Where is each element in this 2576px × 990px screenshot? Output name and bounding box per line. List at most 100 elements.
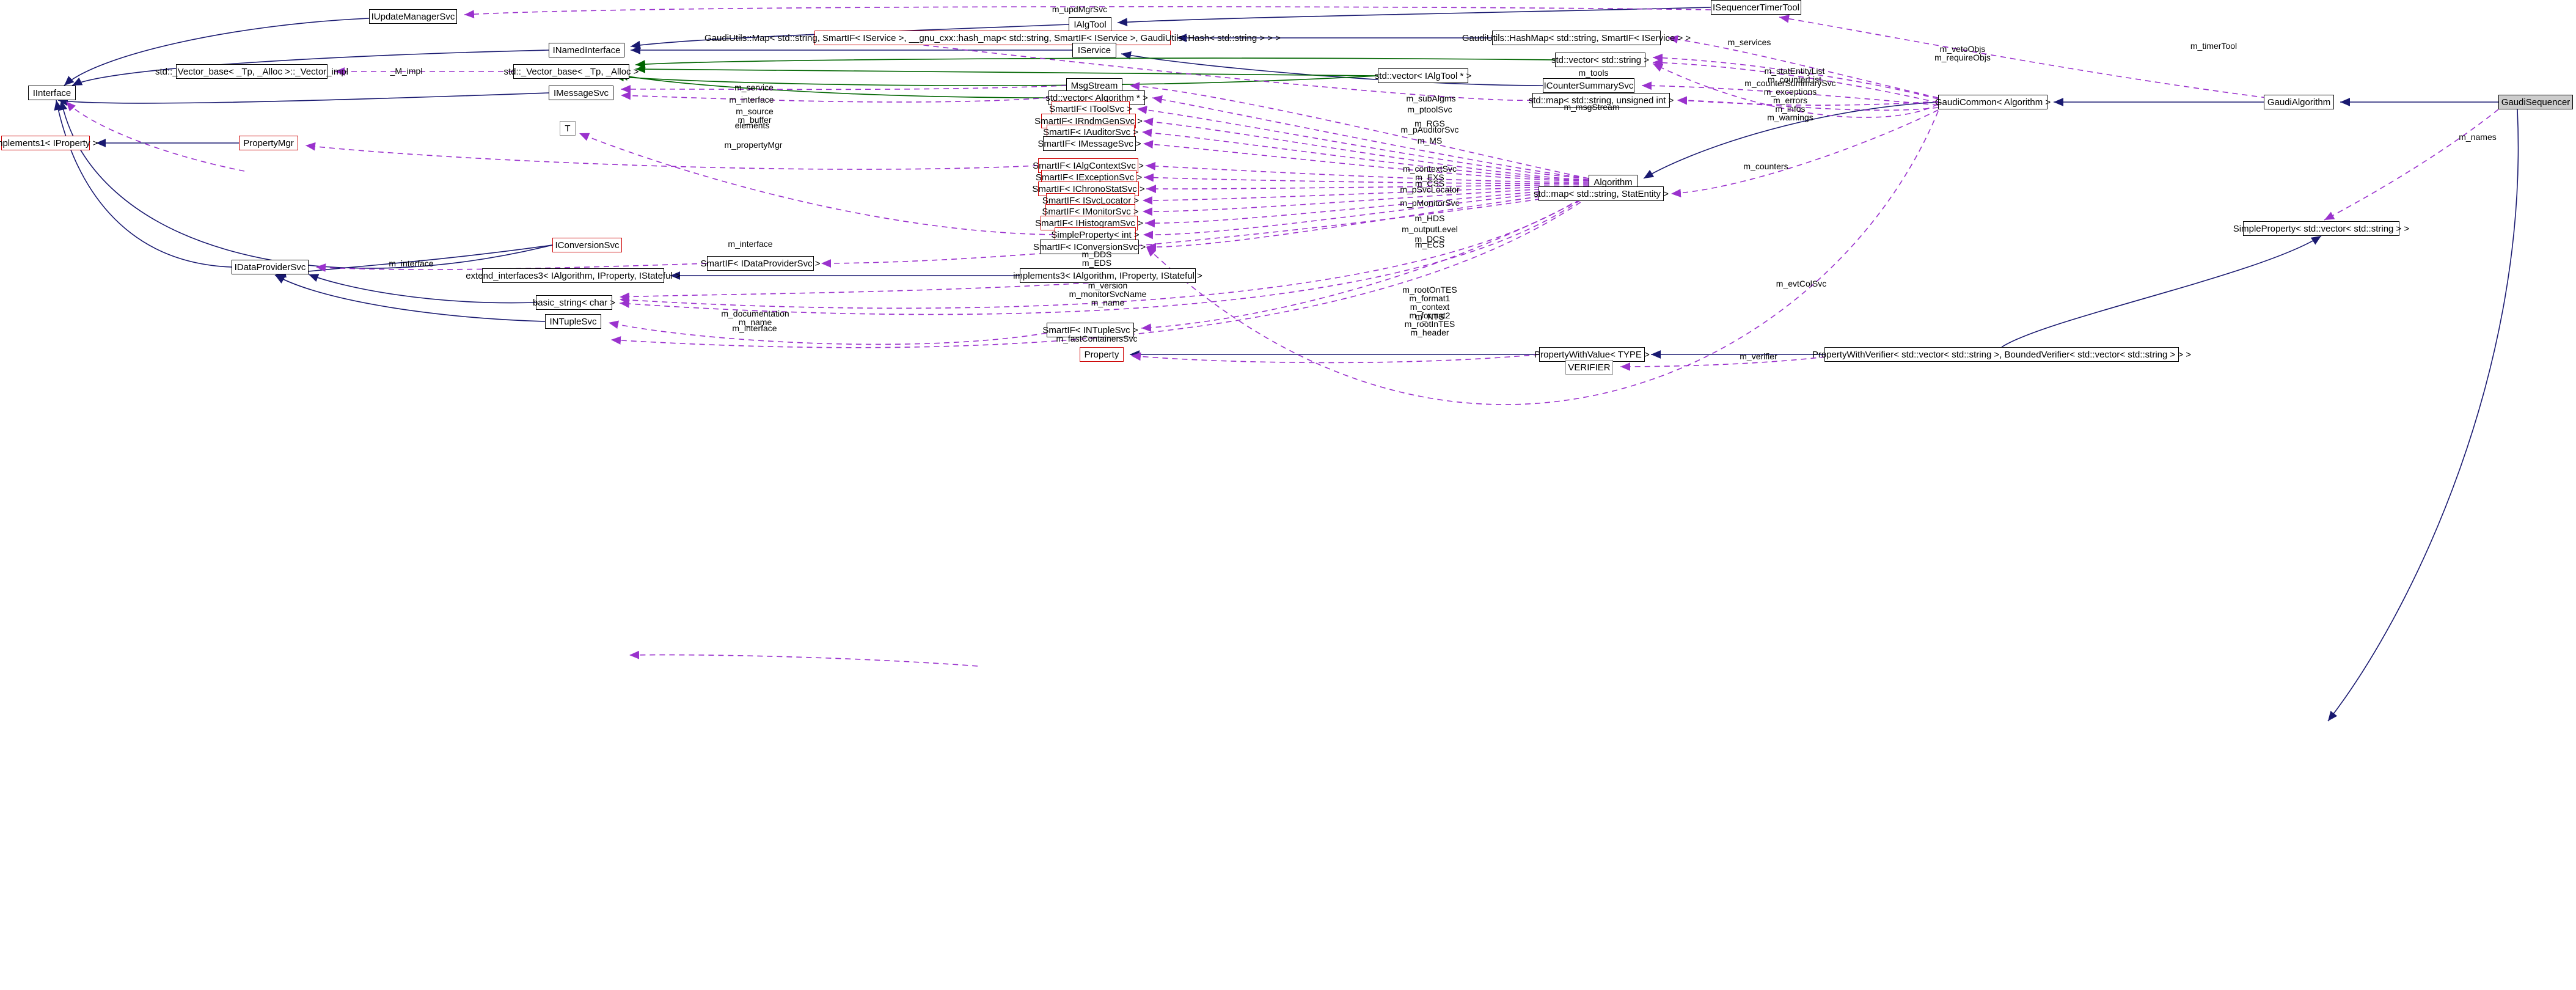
class-node-label: IMessageSvc [553, 87, 609, 98]
edge-label: m_interface [728, 240, 772, 248]
edge-label-line: m_version [1088, 280, 1128, 290]
edge-label-line: m_CSS [1414, 178, 1445, 188]
edge-label: m_pAuditorSvc [1401, 125, 1459, 134]
class-node-basic_string_char[interactable]: basic_string< char > [532, 295, 616, 310]
class-node-property[interactable]: Property [1080, 347, 1124, 362]
class-node-smartif_itoolsvc[interactable]: SmartIF< IToolSvc > [1049, 101, 1132, 116]
edge-label: m_updMgrSvc [1052, 5, 1107, 13]
class-node-smartif_intuplesvc[interactable]: SmartIF< INTupleSvc > [1042, 323, 1138, 337]
edge-label-line: m_updMgrSvc [1052, 4, 1108, 14]
edge-label: m_evtColSvc [1776, 279, 1826, 288]
edge-label: m_timerTool [2190, 42, 2237, 50]
edge-label-line: m_DDS [1081, 249, 1112, 259]
class-node-label: IUpdateManagerSvc [371, 11, 455, 22]
class-node-label: GaudiUtils::HashMap< std::string, SmartI… [1462, 32, 1691, 43]
class-node-label: extend_interfaces3< IAlgorithm, IPropert… [466, 270, 681, 281]
class-node-label: PropertyWithVerifier< std::vector< std::… [1812, 349, 2192, 360]
class-node-gaudisequencer[interactable]: GaudiSequencer [2498, 95, 2573, 109]
class-node-smartif_iconversionsvc[interactable]: SmartIF< IConversionSvc > [1033, 240, 1146, 254]
class-node-label: std::_Vector_base< _Tp, _Alloc > [503, 66, 639, 77]
edge-label-line: m_exceptions [1763, 87, 1817, 97]
class-node-label: IInterface [32, 87, 71, 98]
class-node-gaudicommonalgorithm[interactable]: GaudiCommon< Algorithm > [1935, 95, 2051, 109]
class-node-map_string_statentity[interactable]: std::map< std::string, StatEntity > [1534, 186, 1669, 201]
edge-label-line: m_counterList [1768, 75, 1821, 84]
edge-label: m_CSS [1415, 179, 1444, 188]
class-node-vector_string[interactable]: std::vector< std::string > [1551, 53, 1649, 67]
class-node-intuplesvc[interactable]: INTupleSvc [545, 314, 601, 329]
class-node-label: IDataProviderSvc [234, 262, 306, 273]
class-node-label: SmartIF< IAlgContextSvc > [1033, 160, 1144, 171]
class-node-label: basic_string< char > [532, 297, 616, 308]
class-node-gaudiutilshashmap[interactable]: GaudiUtils::HashMap< std::string, SmartI… [1462, 31, 1691, 45]
class-node-label: SmartIF< IConversionSvc > [1033, 241, 1146, 252]
class-node-label: SmartIF< INTupleSvc > [1042, 324, 1138, 336]
class-node-label: std::vector< IAlgTool * > [1374, 70, 1472, 81]
class-node-propertywithvalue[interactable]: PropertyWithValue< TYPE > [1534, 347, 1650, 362]
class-node-label: SmartIF< IMonitorSvc > [1042, 206, 1139, 217]
class-node-implements3[interactable]: implements3< IAlgorithm, IProperty, ISta… [1013, 268, 1202, 283]
class-node-label: IAlgTool [1074, 19, 1107, 30]
class-node-inamedinterface[interactable]: INamedInterface [549, 43, 624, 57]
edge-label: m_tools [1578, 68, 1608, 77]
class-node-propertywithverifier[interactable]: PropertyWithVerifier< std::vector< std::… [1812, 347, 2191, 362]
class-node-icountersummarysvc[interactable]: ICounterSummarySvc [1543, 78, 1634, 93]
class-node-map_string_uint[interactable]: std::map< std::string, unsigned int > [1529, 93, 1674, 108]
edge-label: m_msgStream [1564, 103, 1619, 111]
class-node-extend_interfaces3[interactable]: extend_interfaces3< IAlgorithm, IPropert… [466, 268, 681, 283]
edge-label-line: m_header [1410, 328, 1449, 337]
edge-label-line: m_names [2459, 132, 2497, 142]
edge-label-line: m_timerTool [2190, 41, 2238, 51]
class-node-label: INamedInterface [552, 45, 621, 56]
edge-label: m_pMonitorSvc [1400, 199, 1459, 207]
class-node-implements1_iproperty[interactable]: implements1< IProperty > [0, 136, 98, 150]
class-node-idataprovidersvc[interactable]: IDataProviderSvc [232, 260, 309, 274]
edge-label: m_verifier [1740, 352, 1777, 361]
class-node-label: PropertyWithValue< TYPE > [1534, 349, 1650, 360]
class-node-isequencertimertool[interactable]: ISequencerTimerTool [1711, 0, 1801, 15]
edge-label-line: m_source [736, 106, 774, 116]
edge-label-line: m_outputLevel [1402, 224, 1458, 234]
class-node-iservice[interactable]: IService [1072, 43, 1116, 57]
class-node-label: VERIFIER [1568, 362, 1611, 373]
class-node-vector_ialgtool[interactable]: std::vector< IAlgTool * > [1374, 68, 1472, 83]
edge-label: m_pSvcLocator [1400, 185, 1459, 194]
class-node-t[interactable]: T [560, 121, 576, 136]
edge-label-line: m_documentation [721, 309, 789, 318]
class-node-simpleproperty_vecstring[interactable]: SimpleProperty< std::vector< std::string… [2233, 221, 2409, 236]
edge-label-line: m_fastContainersSvc [1056, 334, 1138, 343]
class-node-smartif_idataprovidersvc[interactable]: SmartIF< IDataProviderSvc > [701, 256, 820, 271]
edge-label-line: m_NTS [1415, 312, 1444, 321]
class-node-gaudialgorithm[interactable]: GaudiAlgorithm [2264, 95, 2334, 109]
edge-label: m_interface [732, 324, 777, 332]
class-node-smartif_imessagesvc[interactable]: SmartIF< IMessageSvc > [1037, 136, 1141, 151]
class-node-ialgtool[interactable]: IAlgTool [1069, 17, 1111, 32]
class-node-iinterface[interactable]: IInterface [28, 86, 76, 100]
edge-label: m_subAlgms [1407, 94, 1456, 103]
edge-label-line: m_counters [1743, 161, 1788, 171]
class-node-verifier[interactable]: VERIFIER [1565, 360, 1613, 375]
class-node-label: SimpleProperty< std::vector< std::string… [2233, 223, 2410, 234]
edge-label-line: m_subAlgms [1406, 94, 1456, 103]
edge-label: m_contextSvc [1403, 164, 1457, 173]
class-node-iupdatemanagersvc[interactable]: IUpdateManagerSvc [369, 9, 457, 24]
class-node-vectorbaseimpl[interactable]: std::_Vector_base< _Tp, _Alloc >::_Vecto… [155, 64, 348, 79]
class-node-imessagesvc[interactable]: IMessageSvc [549, 86, 613, 100]
class-node-label: std::vector< std::string > [1551, 54, 1650, 65]
edge-label-line: m_EDS [1081, 258, 1112, 268]
class-node-label: SmartIF< IHistogramSvc > [1035, 218, 1143, 229]
class-node-label: PropertyMgr [243, 138, 294, 148]
edge-label-line: m_EXS [1415, 172, 1444, 182]
edge-label: m_RGS [1414, 119, 1445, 128]
class-node-vectorbase[interactable]: std::_Vector_base< _Tp, _Alloc > [504, 64, 639, 79]
class-node-iconversionsvc[interactable]: IConversionSvc [552, 238, 622, 252]
edge-label: m_propertyMgr [725, 141, 783, 149]
class-node-propertymgr[interactable]: PropertyMgr [239, 136, 298, 150]
edge-label-line: m_contextSvc [1403, 164, 1457, 174]
edge-label-line: m_interface [732, 323, 777, 333]
edge-label-line: m_warnings [1767, 112, 1813, 122]
class-node-gaudiutilsmaplong[interactable]: GaudiUtils::Map< std::string, SmartIF< I… [704, 31, 1281, 45]
